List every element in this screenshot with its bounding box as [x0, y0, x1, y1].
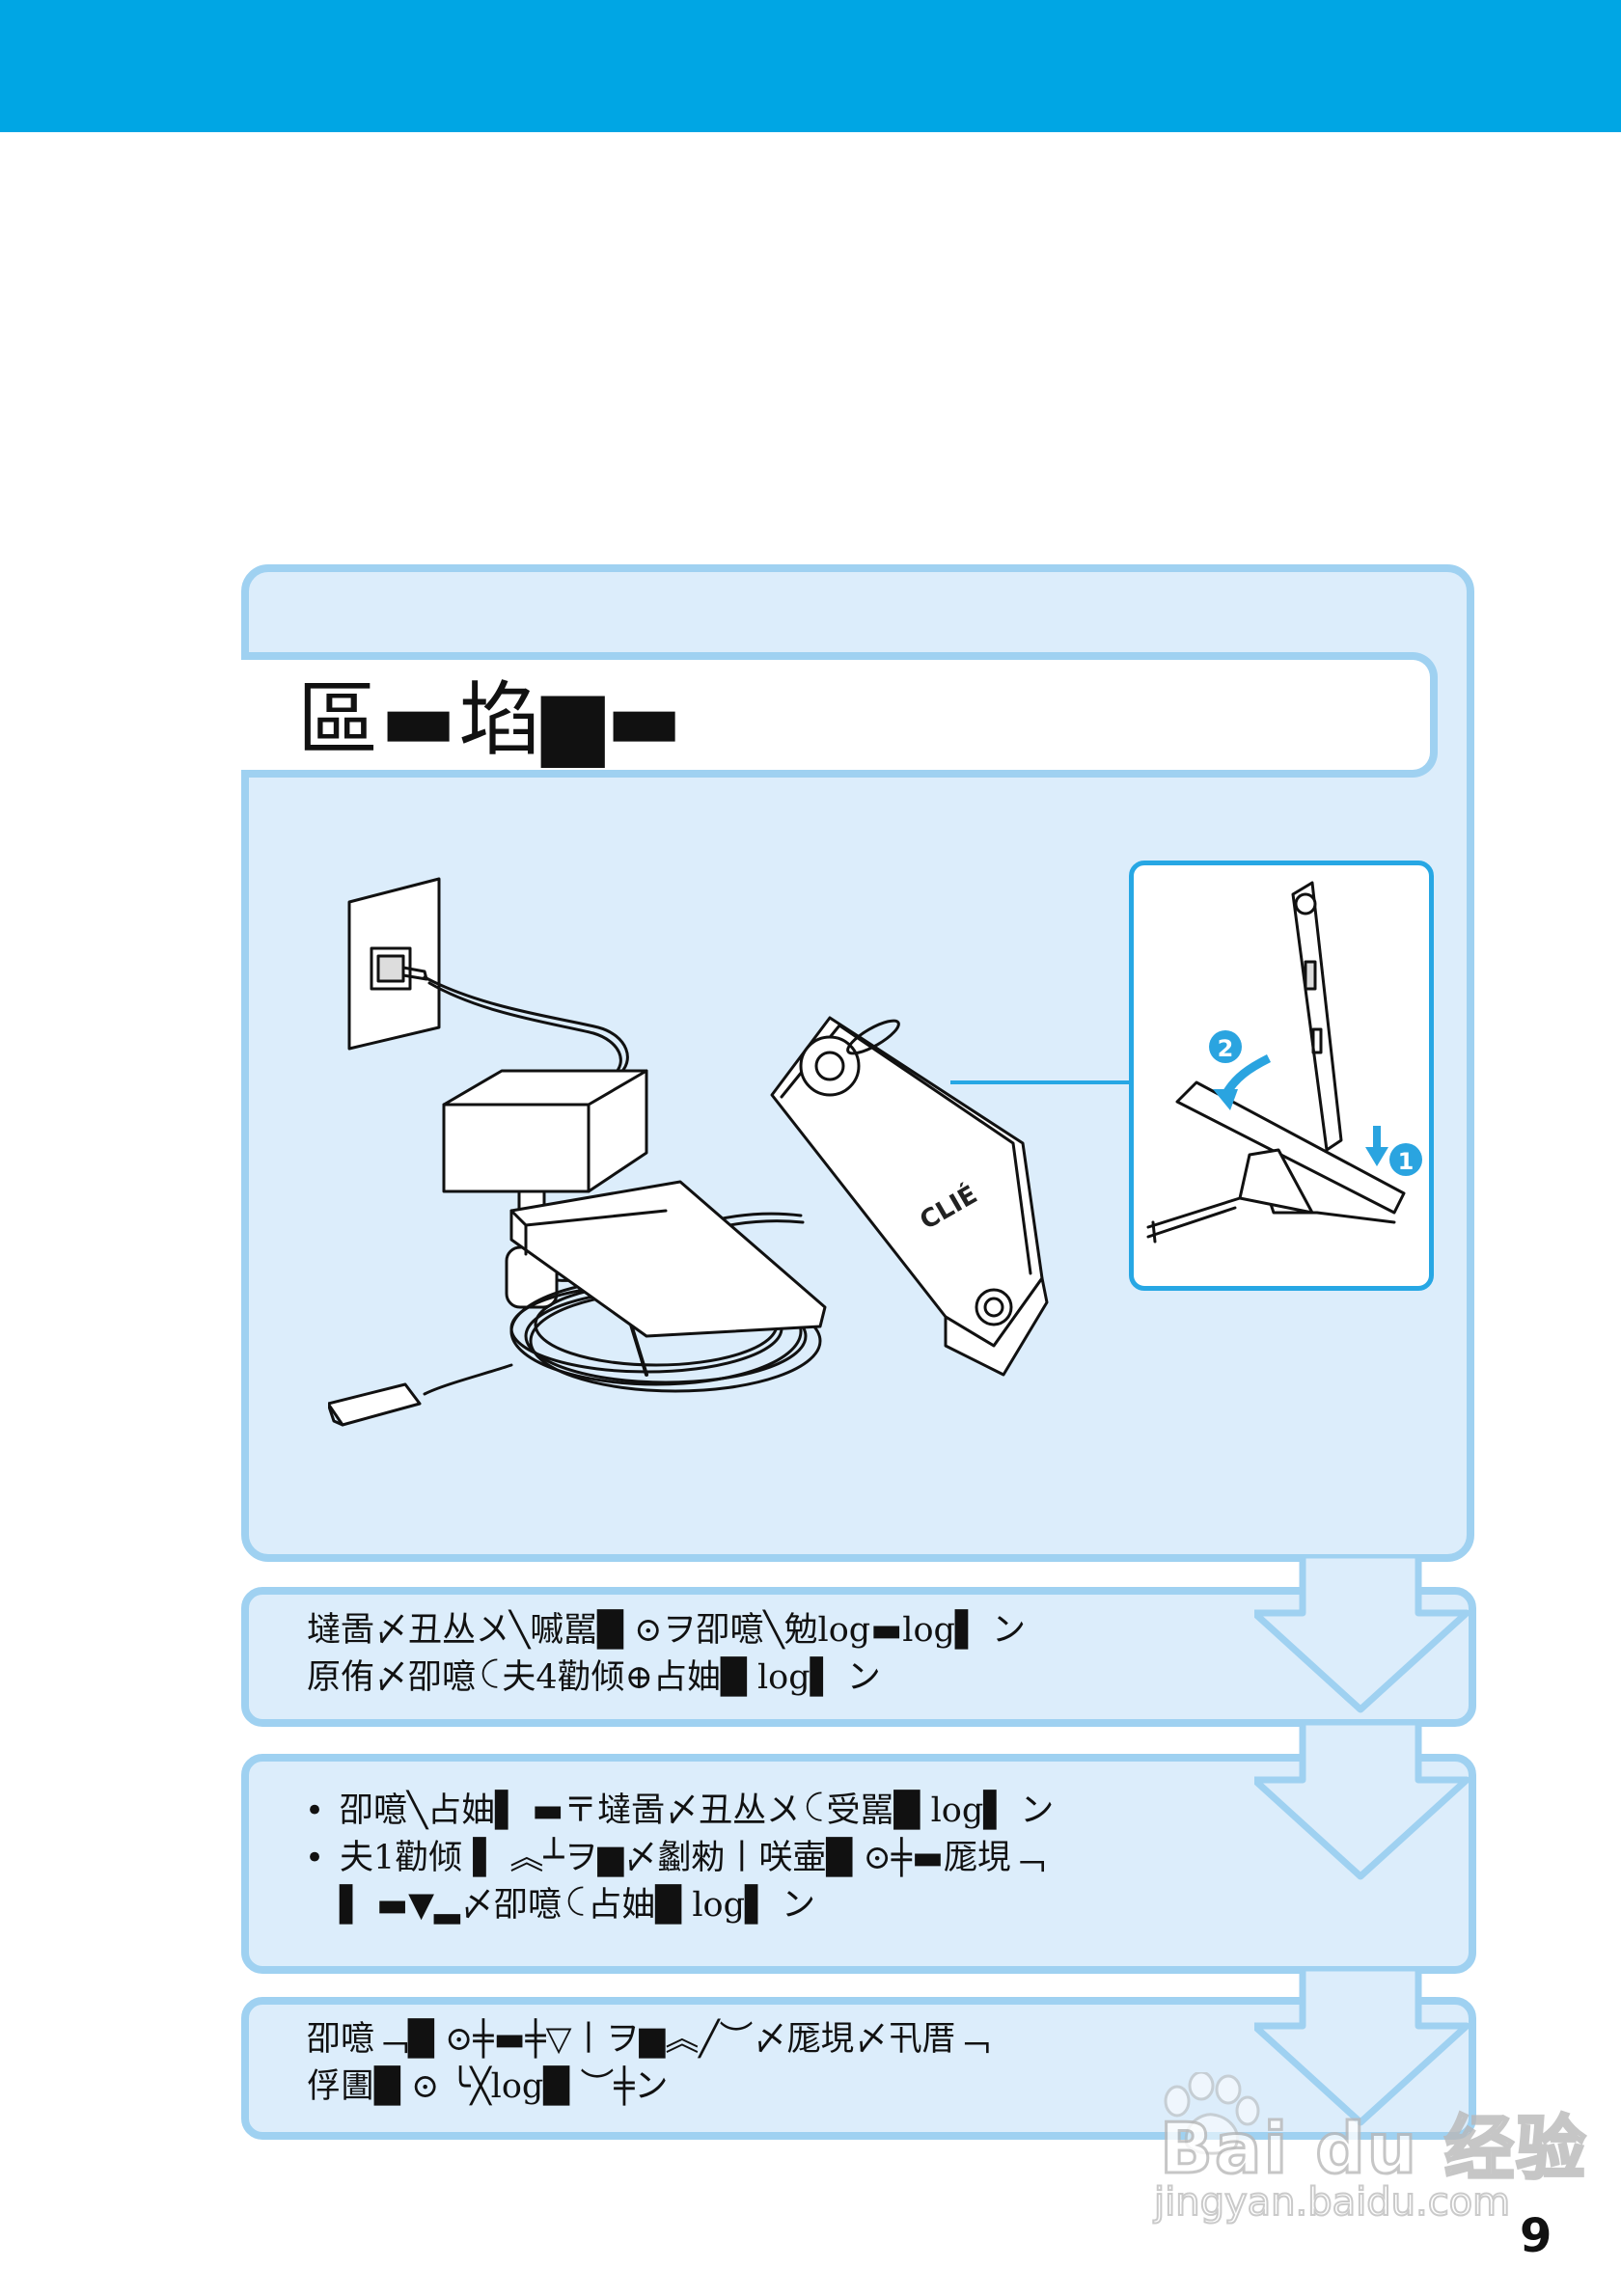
- step-3-line-1: 卲噫﹁█ ⊙╪▬╪▽丨ヲ▆︽╱︶〆厖垷〆卂厝﹁: [307, 2020, 990, 2059]
- watermark-brand: Bai du 经验: [1158, 2107, 1588, 2191]
- inset-connector-line: [950, 1080, 1134, 1084]
- inset-detail-box: 2 1: [1129, 861, 1434, 1291]
- header-bar: [0, 0, 1621, 132]
- step-1-line-2: 原侑〆卲噫ꉔ夫4勸倾⊕占妯█ log▌ ン: [307, 1658, 881, 1697]
- page-number: 9: [1520, 2209, 1552, 2263]
- cradle-setup-illustration: CLIÉ: [328, 877, 1049, 1427]
- watermark-url: jingyan.baidu.com: [1153, 2179, 1511, 2226]
- title-box: [241, 652, 1438, 778]
- step-2-bullet-2: 夫1勸倾 ▌ ︽┴ヲ▆〆劙勑丨咲壷█ ⊙╪▬厖垷﹁: [340, 1839, 1045, 1877]
- step-1-line-1: 墶啚〆丑丛〤╲嘁嚚█ ⊙ヲ卲噫╲勉log▬log▌ ン: [307, 1611, 1026, 1650]
- marker-2: 2: [1218, 1035, 1234, 1062]
- marker-1: 1: [1398, 1148, 1415, 1175]
- step-box-3: [241, 1997, 1476, 2140]
- flow-arrow-1: [1254, 1555, 1470, 1713]
- bullet-dot: •: [305, 1839, 325, 1877]
- bullet-dot: •: [305, 1791, 325, 1830]
- flow-arrow-3: [1254, 1968, 1470, 2126]
- step-2-continuation: ▌ ▬▼▂〆卲噫ꉔ占妯█ log▌ ン: [340, 1886, 816, 1925]
- step-2-bullet-1: 卲噫╲占妯▌ ▬〒墶啚〆丑丛〤ꉔ受嚚█ log▌ ン: [340, 1791, 1055, 1830]
- page-title: 區▬埳▆▬: [297, 672, 685, 767]
- paw-icon: [1164, 2072, 1260, 2155]
- flow-arrow-2: [1254, 1722, 1470, 1880]
- step-3-line-2: 俘圕█ ⊙ ╰╳log█ ︶╪ン: [307, 2067, 669, 2106]
